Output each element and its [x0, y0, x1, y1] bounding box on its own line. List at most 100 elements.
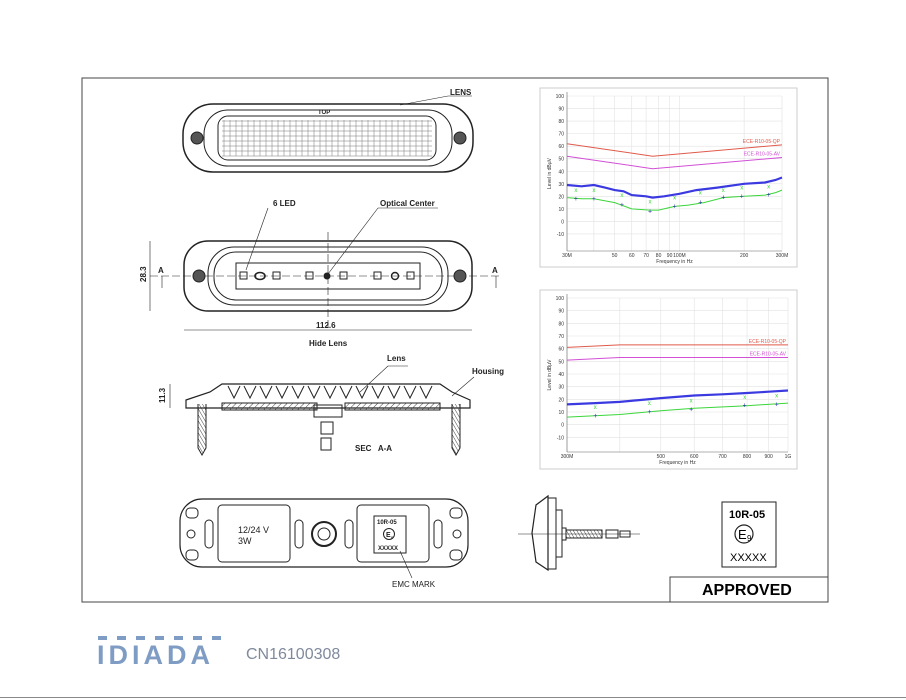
legend-label: ECE-R10-05-QP — [743, 139, 781, 145]
final-peak-marker: + — [721, 195, 725, 202]
y-tick-label: 70 — [558, 132, 564, 138]
screw-icon — [190, 131, 204, 145]
led-icon — [339, 271, 348, 280]
lens-label: LENS — [450, 88, 472, 97]
section-height-dimension: 11.3 — [158, 387, 167, 403]
section-view — [169, 365, 475, 457]
emc-mark-reg: 10R-05 — [377, 520, 397, 526]
led-count-label: 6 LED — [273, 199, 296, 208]
final-average-marker: x — [574, 188, 577, 194]
final-average-marker: x — [690, 399, 693, 405]
legend-label: ECE-R10-05-QP — [749, 339, 787, 345]
x-tick-label: 80 — [656, 253, 662, 259]
x-tick-label: 300M — [561, 454, 574, 460]
approval-mark-e: E — [738, 527, 747, 542]
x-axis-label: Frequency in Hz — [659, 460, 696, 466]
lens-fin — [355, 385, 369, 400]
emc-mark-e-number: 9 — [391, 535, 394, 540]
approved-label: APPROVED — [702, 582, 792, 599]
width-dimension: 112.6 — [316, 321, 336, 330]
final-peak-marker: + — [767, 192, 771, 199]
final-peak-marker: + — [689, 406, 693, 413]
led-icon — [305, 271, 314, 280]
led-lens-icon — [390, 271, 400, 281]
chart-frame — [539, 289, 798, 470]
series-line — [566, 176, 783, 199]
final-peak-marker: + — [673, 203, 677, 210]
y-axis-label: Level in dBµV — [547, 157, 553, 189]
section-mark-right: A — [492, 266, 498, 275]
back-view — [179, 498, 469, 579]
final-average-marker: x — [767, 184, 770, 190]
x-tick-label: 600 — [690, 454, 699, 460]
y-tick-label: -10 — [557, 232, 564, 238]
y-tick-label: 40 — [558, 169, 564, 175]
final-average-marker: x — [743, 395, 746, 401]
y-tick-label: 80 — [558, 119, 564, 125]
x-tick-label: 700 — [718, 454, 727, 460]
emc-mark-e: E — [386, 532, 391, 539]
y-tick-label: 30 — [558, 385, 564, 391]
led-icon — [272, 271, 281, 280]
lens-fin — [243, 385, 257, 400]
x-tick-label: 500 — [657, 454, 666, 460]
series-line — [566, 155, 783, 170]
y-tick-label: 0 — [561, 219, 564, 225]
x-tick-label: 100M — [673, 253, 686, 259]
section-caption: SEC A-A — [355, 444, 392, 453]
y-tick-label: 30 — [558, 182, 564, 188]
final-peak-marker: + — [593, 413, 597, 420]
emc-mark-code: XXXXX — [378, 546, 398, 552]
lens-fin — [419, 385, 433, 400]
y-tick-label: 60 — [558, 347, 564, 353]
lens-fin — [307, 385, 321, 400]
x-tick-label: 70 — [643, 253, 649, 259]
final-average-marker: x — [722, 188, 725, 194]
final-peak-marker: + — [775, 401, 779, 408]
series-line — [566, 143, 783, 157]
legend-label: ECE-R10-05-AV — [750, 352, 787, 358]
series-line — [566, 189, 783, 211]
y-tick-label: 0 — [561, 423, 564, 429]
final-average-marker: x — [699, 191, 702, 197]
y-tick-label: 100 — [556, 94, 565, 100]
lens-fin — [291, 385, 305, 400]
y-tick-label: 100 — [556, 296, 565, 302]
final-peak-marker: + — [574, 196, 578, 203]
lens-callout: Lens — [387, 354, 406, 363]
document-number: CN16100308 — [246, 646, 341, 663]
top-label: TOP — [318, 110, 330, 116]
power-label: 3W — [238, 536, 252, 546]
lens-fin — [403, 385, 417, 400]
final-average-marker: x — [775, 394, 778, 400]
screw-icon — [192, 269, 206, 283]
y-axis-label: Level in dBµV — [547, 359, 553, 391]
y-tick-label: 50 — [558, 157, 564, 163]
final-average-marker: x — [673, 196, 676, 202]
y-tick-label: 90 — [558, 107, 564, 113]
lens-fin — [259, 385, 273, 400]
final-average-marker: x — [649, 199, 652, 205]
front-view — [149, 207, 500, 331]
x-tick-label: 900 — [764, 454, 773, 460]
final-peak-marker: + — [740, 193, 744, 200]
final-average-marker: x — [592, 188, 595, 194]
series-line — [566, 402, 789, 418]
height-dimension: 28.3 — [139, 266, 148, 282]
lens-fin — [387, 385, 401, 400]
top-view — [182, 95, 474, 173]
sheet-frame — [81, 77, 829, 603]
approval-mark-code: XXXXX — [730, 552, 767, 564]
series-line — [566, 389, 789, 406]
housing-callout: Housing — [472, 367, 504, 376]
approval-mark-reg: 10R-05 — [729, 509, 765, 521]
screw-icon — [453, 131, 467, 145]
x-axis-label: Frequency in Hz — [656, 259, 693, 265]
final-average-marker: x — [740, 186, 743, 192]
led-lens-icon — [254, 271, 266, 281]
voltage-label: 12/24 V — [238, 525, 269, 535]
y-tick-label: 80 — [558, 321, 564, 327]
y-tick-label: 90 — [558, 309, 564, 315]
